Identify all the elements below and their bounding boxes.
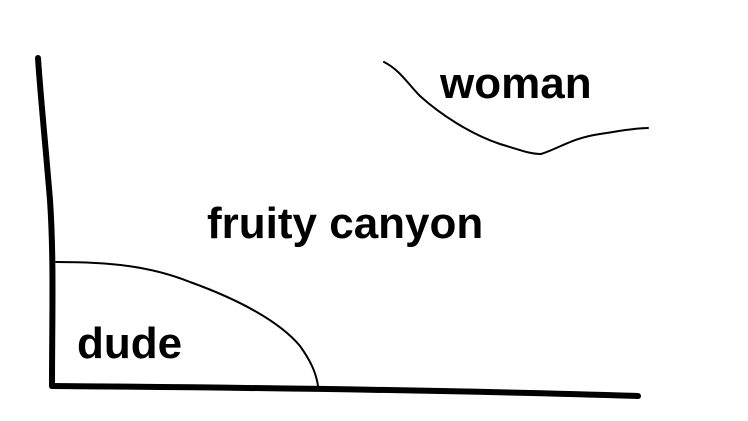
- woman-label: woman: [440, 59, 592, 108]
- bottom-floor-line: [49, 383, 641, 399]
- dude-label: dude: [77, 319, 183, 368]
- woman-region-boundary: [383, 61, 649, 156]
- fruity-canyon-label: fruity canyon: [207, 199, 484, 248]
- dude-region-boundary: [55, 261, 319, 387]
- left-wall-line: [35, 55, 56, 389]
